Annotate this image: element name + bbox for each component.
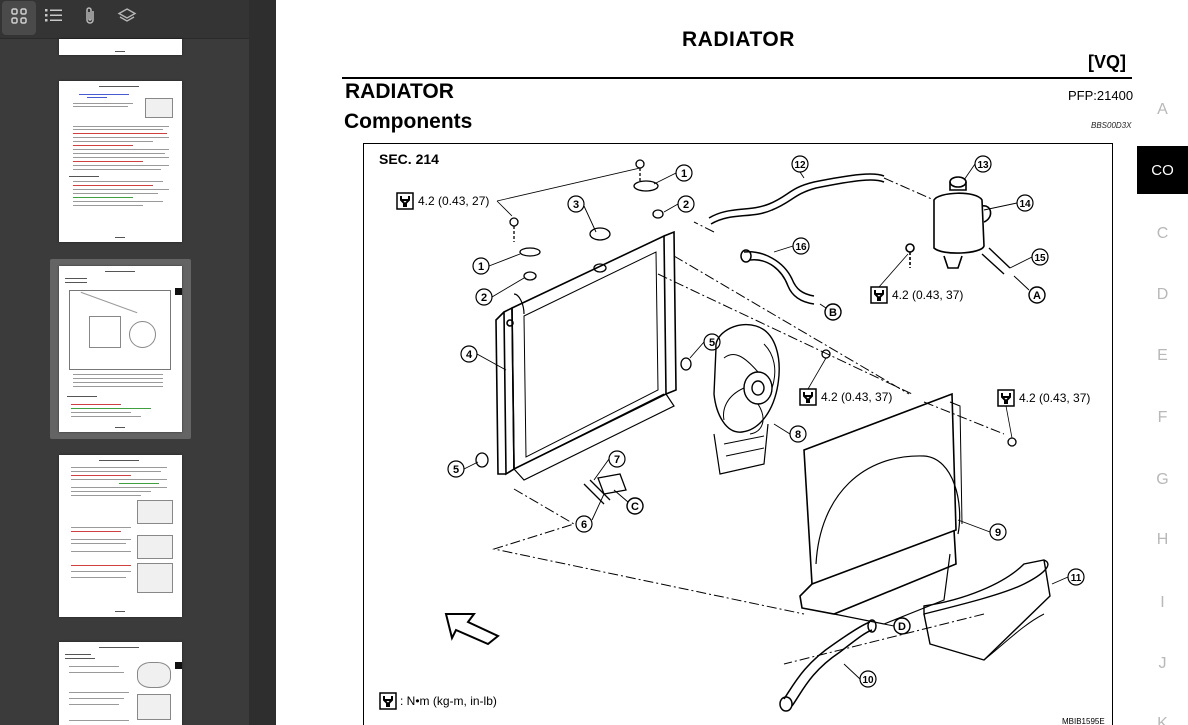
index-tab-a[interactable]: A: [1157, 101, 1168, 118]
svg-text:8: 8: [795, 429, 801, 441]
svg-text:4.2 (0.43, 37): 4.2 (0.43, 37): [892, 288, 963, 302]
radiator-core: [495, 230, 677, 481]
thumbnail-strip[interactable]: [0, 39, 249, 725]
index-tab-d[interactable]: D: [1156, 286, 1169, 303]
pfp-code: PFP:21400: [1068, 88, 1134, 103]
reservoir-tank: [905, 176, 1011, 275]
page-thumbnail[interactable]: [59, 642, 182, 725]
page-thumbnail[interactable]: [59, 39, 182, 55]
svg-text:B: B: [829, 307, 837, 319]
callout-3: [567, 195, 585, 213]
thumbnail-sidebar: [0, 0, 249, 725]
svg-text:A: A: [1033, 290, 1041, 302]
svg-text:13: 13: [977, 160, 989, 171]
page-thumbnail-current[interactable]: [59, 266, 182, 432]
lower-deflector: [923, 559, 1051, 661]
sec-label: SEC. 214: [379, 151, 439, 167]
svg-text:2: 2: [481, 292, 487, 304]
index-tab-c[interactable]: C: [1156, 225, 1169, 242]
sidebar-toolbar: [0, 0, 249, 39]
lower-hose: [779, 619, 877, 712]
torque-specs: 4.2 (0.43, 27) 4.2 (0.43, 37) 4.2 (0.43,…: [396, 167, 1090, 439]
svg-text:3: 3: [573, 199, 579, 211]
header-rule: [342, 77, 1132, 79]
svg-text:: N•m (kg-m, in-lb): : N•m (kg-m, in-lb): [400, 694, 497, 708]
callout-numbers: [447, 155, 1085, 688]
index-tab-f[interactable]: F: [1157, 409, 1168, 426]
list-icon: [44, 7, 64, 30]
document-code: BBS00D3X: [1091, 121, 1132, 130]
fan-assembly: [713, 323, 780, 475]
engine-tag: [VQ]: [1088, 52, 1126, 72]
components-diagram: SEC. 214: [363, 143, 1113, 725]
svg-text:2: 2: [683, 199, 689, 211]
svg-text:4: 4: [466, 349, 473, 361]
svg-text:14: 14: [1019, 199, 1031, 210]
upper-hose: [708, 173, 885, 305]
svg-text:C: C: [631, 501, 639, 513]
svg-text:4.2 (0.43, 27): 4.2 (0.43, 27): [418, 194, 489, 208]
fan-shroud: [799, 392, 963, 625]
small-parts: [475, 159, 1017, 505]
leader-lines: [492, 177, 1005, 665]
svg-text:16: 16: [795, 242, 807, 253]
svg-text:11: 11: [1071, 573, 1082, 584]
page-thumbnail[interactable]: [59, 81, 182, 242]
subsection-title: Components: [344, 110, 473, 133]
connector-A: [1028, 286, 1046, 304]
index-tab-i[interactable]: I: [1160, 594, 1165, 611]
svg-text:4.2 (0.43, 37): 4.2 (0.43, 37): [1019, 391, 1090, 405]
svg-text:9: 9: [995, 527, 1001, 539]
layers-button[interactable]: [110, 1, 144, 35]
svg-text:1: 1: [478, 261, 484, 273]
svg-text:4.2 (0.43, 37): 4.2 (0.43, 37): [821, 390, 892, 404]
svg-text:12: 12: [794, 160, 806, 171]
svg-text:1: 1: [681, 168, 687, 180]
sidebar-gutter: [249, 0, 276, 725]
callout-6: [575, 515, 593, 533]
document-page[interactable]: RADIATOR [VQ] RADIATOR PFP:21400 Compone…: [276, 0, 1188, 725]
svg-text:7: 7: [614, 454, 620, 466]
connector-B: [824, 303, 842, 321]
section-title: RADIATOR: [345, 80, 454, 103]
index-tab-g[interactable]: G: [1156, 471, 1169, 488]
thumbnails-button[interactable]: [2, 1, 36, 35]
grid-icon: [10, 7, 28, 30]
svg-text:D: D: [898, 621, 906, 633]
layers-icon: [117, 7, 137, 30]
section-index-nav: A CO C D E F G H I J K: [1137, 80, 1188, 725]
connector-C: [626, 497, 644, 515]
connector-labels: [613, 275, 1046, 635]
index-tab-e[interactable]: E: [1157, 347, 1168, 364]
attachments-button[interactable]: [73, 1, 107, 35]
index-tab-k[interactable]: K: [1157, 715, 1168, 725]
svg-text:15: 15: [1034, 253, 1046, 264]
svg-text:6: 6: [581, 519, 587, 531]
index-tab-h[interactable]: H: [1156, 531, 1169, 548]
page-thumbnail[interactable]: [59, 455, 182, 617]
index-tab-co[interactable]: CO: [1137, 146, 1188, 194]
outline-button[interactable]: [37, 1, 71, 35]
torque-legend: : N•m (kg-m, in-lb): [379, 692, 497, 710]
index-tab-j[interactable]: J: [1158, 655, 1167, 672]
svg-text:10: 10: [862, 675, 874, 686]
svg-text:5: 5: [709, 337, 715, 349]
svg-text:5: 5: [453, 464, 459, 476]
front-arrow-icon: [444, 613, 500, 646]
paperclip-icon: [82, 6, 98, 31]
figure-code: MBIB1595E: [1062, 717, 1105, 725]
page-header-title: RADIATOR: [682, 28, 795, 51]
